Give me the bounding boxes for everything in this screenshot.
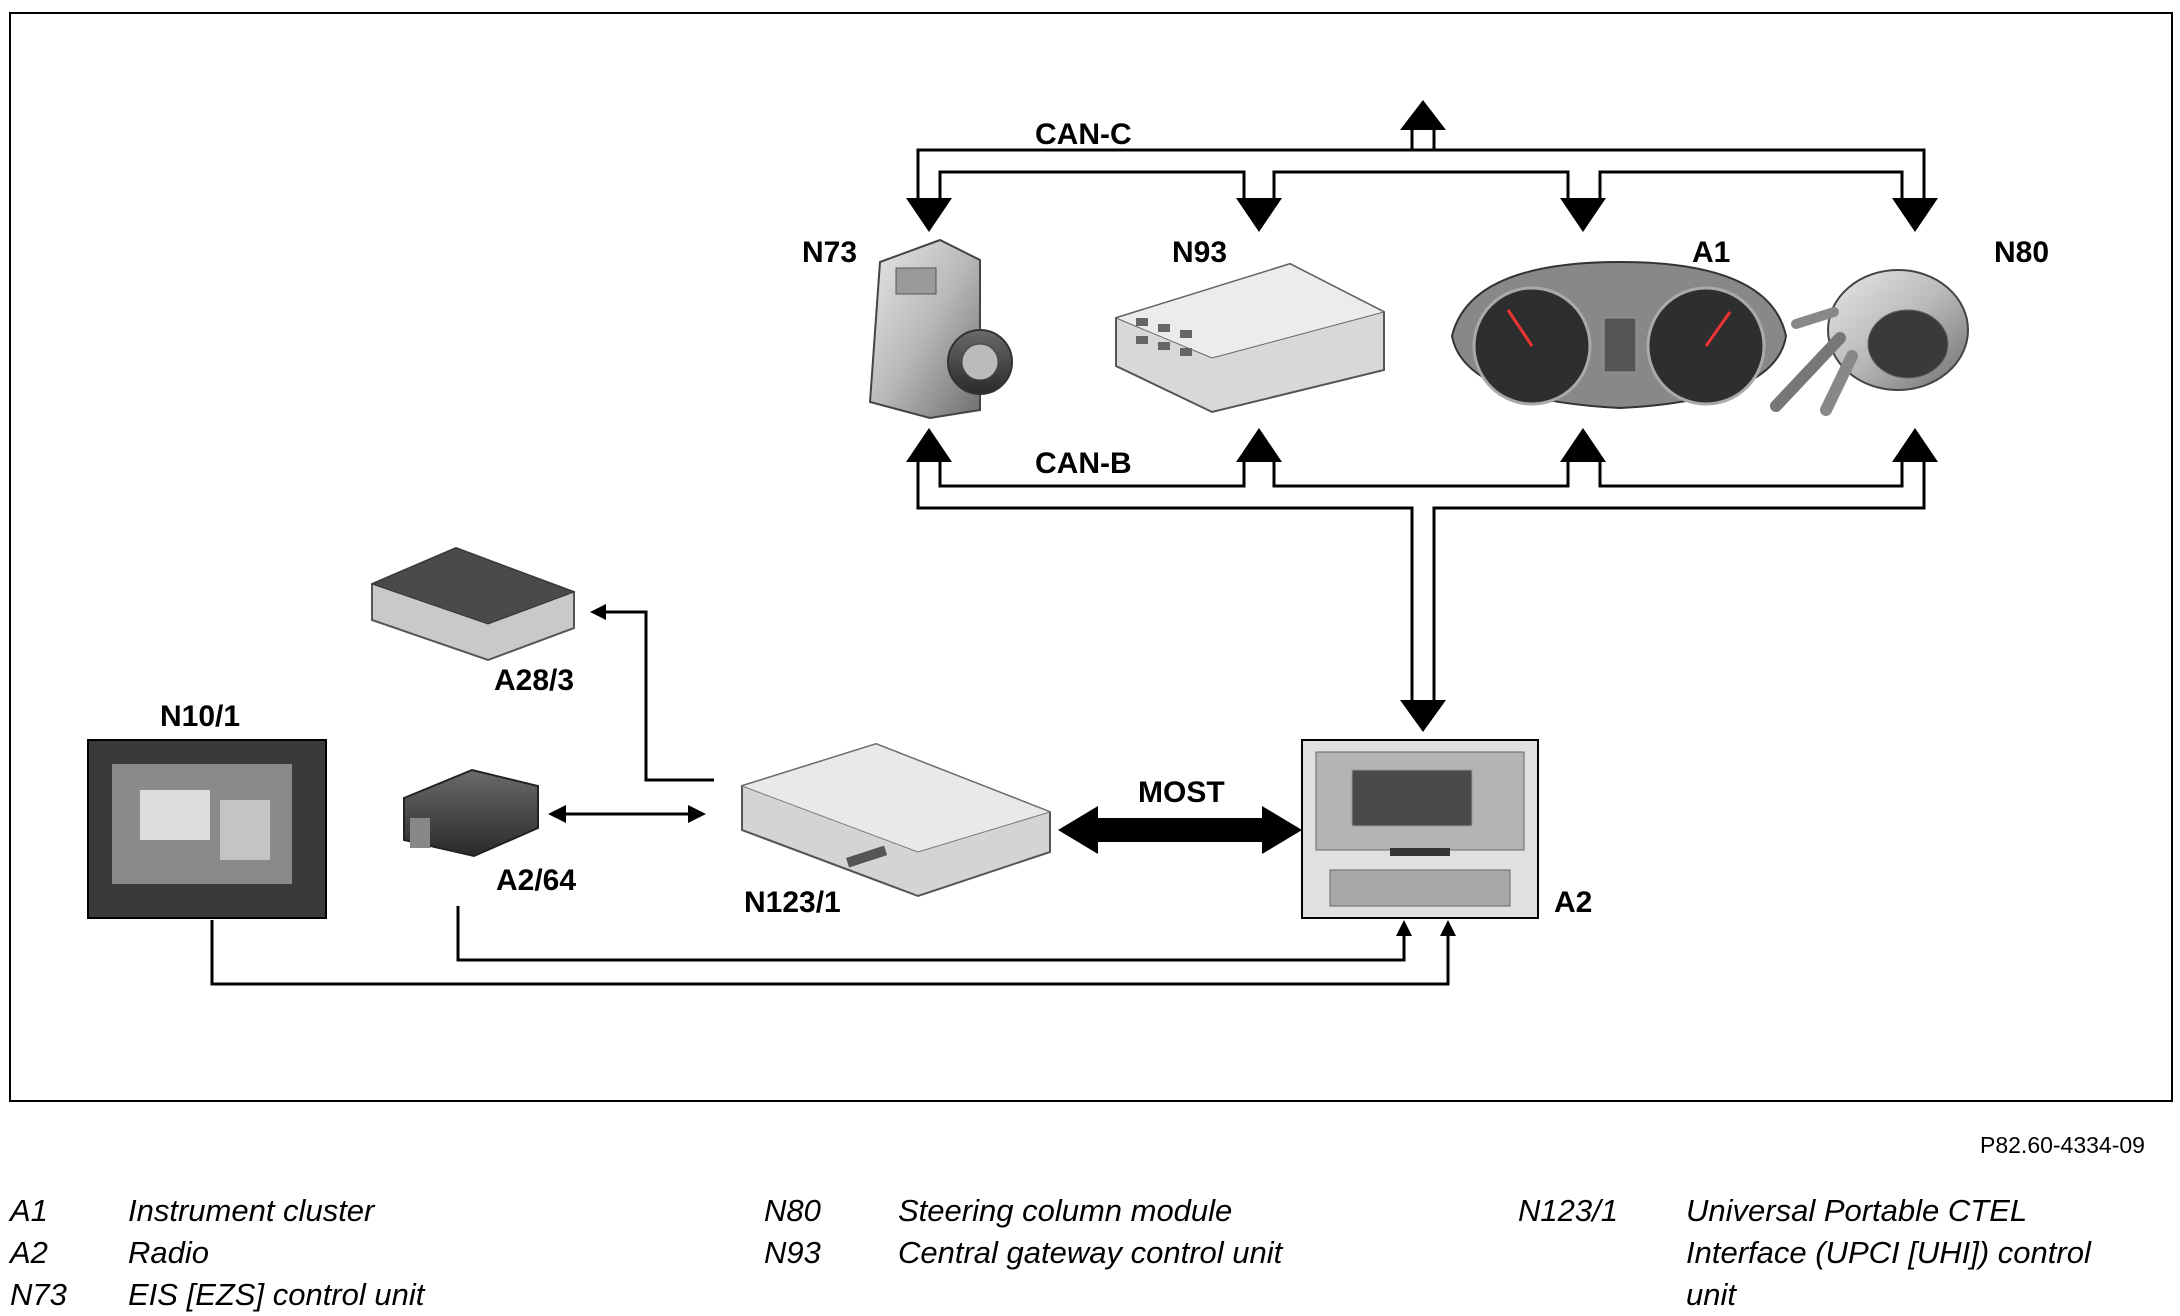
- legend-desc: EIS [EZS] control unit: [128, 1277, 425, 1312]
- legend-item: A1 Instrument cluster: [10, 1190, 710, 1232]
- n73-image: [868, 238, 1013, 420]
- can-b-arrowheads: [906, 428, 1938, 732]
- n10-1-image: [87, 739, 327, 919]
- legend-item: N80 Steering column module: [764, 1190, 1464, 1232]
- n93-label: N93: [1172, 236, 1227, 269]
- legend-code: N80: [764, 1193, 821, 1228]
- legend-column-2: N80 Steering column module N93 Central g…: [764, 1190, 1464, 1274]
- a28-3-link: [598, 610, 714, 782]
- legend-column-1: A1 Instrument cluster A2 Radio N73 EIS […: [10, 1190, 710, 1316]
- a2-label: A2: [1554, 886, 1592, 919]
- n93-image: [1114, 262, 1386, 414]
- a2-lower-links: [210, 906, 1450, 986]
- can-c-arrowheads: [906, 100, 1938, 232]
- legend-item: N123/1 Universal Portable CTEL Interface…: [1518, 1190, 2158, 1316]
- legend-item: N93 Central gateway control unit: [764, 1232, 1464, 1274]
- legend-desc: Instrument cluster: [128, 1193, 375, 1228]
- n80-image: [1770, 269, 1969, 416]
- a2-64-label: A2/64: [496, 864, 576, 897]
- a2-image: [1301, 739, 1539, 919]
- diagram-frame: [9, 12, 2173, 1102]
- legend-desc: Universal Portable CTEL Interface (UPCI …: [1686, 1193, 2091, 1312]
- legend-code: A1: [10, 1193, 48, 1228]
- n10-1-label: N10/1: [160, 700, 240, 733]
- a28-3-label: A28/3: [494, 664, 574, 697]
- legend-item: N73 EIS [EZS] control unit: [10, 1274, 710, 1316]
- legend-code: A2: [10, 1235, 48, 1270]
- a1-label: A1: [1692, 236, 1730, 269]
- n73-label: N73: [802, 236, 857, 269]
- a1-image: [1450, 260, 1788, 410]
- n80-label: N80: [1994, 236, 2049, 269]
- most-label: MOST: [1138, 776, 1225, 809]
- a2-64-image: [403, 768, 539, 858]
- n123-1-image: [740, 742, 1052, 898]
- legend-code: N93: [764, 1235, 821, 1270]
- a28-3-arrowhead: [590, 604, 606, 620]
- legend-item: A2 Radio: [10, 1232, 710, 1274]
- n123-1-label: N123/1: [744, 886, 841, 919]
- can-b-label: CAN-B: [1035, 447, 1132, 480]
- a28-3-image: [370, 546, 576, 662]
- legend-desc: Central gateway control unit: [898, 1235, 1283, 1270]
- figure-reference: P82.60-4334-09: [1980, 1132, 2145, 1158]
- can-c-bus: [916, 130, 1926, 198]
- can-b-bus: [916, 462, 1926, 700]
- legend-code: N123/1: [1518, 1193, 1618, 1228]
- legend-code: N73: [10, 1277, 67, 1312]
- legend-desc: Steering column module: [898, 1193, 1233, 1228]
- legend-column-3: N123/1 Universal Portable CTEL Interface…: [1518, 1190, 2158, 1316]
- most-link: [1058, 806, 1302, 854]
- legend-desc: Radio: [128, 1235, 209, 1270]
- can-c-label: CAN-C: [1035, 118, 1132, 151]
